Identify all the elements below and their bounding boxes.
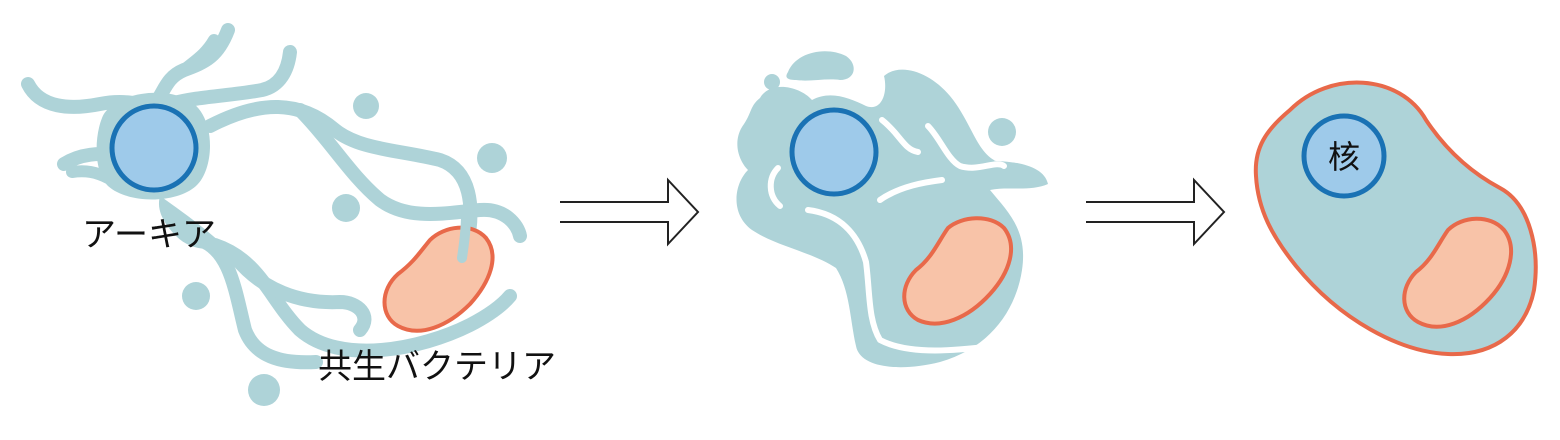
protrusion-bottom-loop (193, 233, 323, 370)
archaea-lower-body (158, 196, 222, 249)
gap-4 (805, 207, 997, 354)
vesicle-s2-2 (764, 74, 780, 90)
membrane-top-fold (786, 51, 854, 81)
label-archaea: アーキア (82, 215, 216, 255)
arrow-1-shape (560, 177, 700, 247)
stage-3-eukaryote: 核 (1253, 80, 1538, 357)
arrow-1 (560, 177, 700, 247)
nucleus-stage-2 (789, 107, 879, 197)
protrusion-lower-inner (229, 251, 372, 337)
bacterium-stage-2 (902, 216, 1014, 326)
gap-6 (993, 155, 1037, 164)
vesicle-5 (248, 374, 280, 406)
protrusion-upper-loop (203, 100, 478, 257)
cell-body-stage-3 (1253, 80, 1538, 357)
gap-3 (767, 165, 783, 209)
membrane-gaps (767, 117, 1037, 354)
vesicle-2 (477, 143, 507, 173)
stage-1-archaea-engulfing: アーキア 共生バクテリア (21, 23, 556, 406)
arrow-2-shape (1086, 177, 1226, 247)
gap-1 (879, 117, 921, 155)
label-symbiotic-bacteria: 共生バクテリア (318, 347, 556, 387)
protrusion-top-branch (178, 34, 220, 76)
gap-2 (925, 123, 1007, 171)
nucleus-stage-1 (109, 103, 199, 193)
arrow-2 (1086, 177, 1226, 247)
bacterium-stage-3 (1402, 216, 1513, 329)
gap-5 (877, 177, 945, 203)
vesicle-1 (353, 93, 379, 119)
nucleus-stage-3 (1301, 113, 1387, 199)
vesicle-4 (182, 282, 210, 310)
protrusion-front-segment (457, 209, 471, 263)
cell-body-stage-2 (736, 69, 1048, 368)
protrusion-inner (293, 103, 527, 243)
protrusion-upper (163, 45, 297, 111)
vesicle-3 (332, 194, 360, 222)
stage-2-enveloping (736, 51, 1048, 368)
label-nucleus: 核 (1328, 138, 1360, 176)
vesicle-s2-1 (988, 118, 1016, 146)
